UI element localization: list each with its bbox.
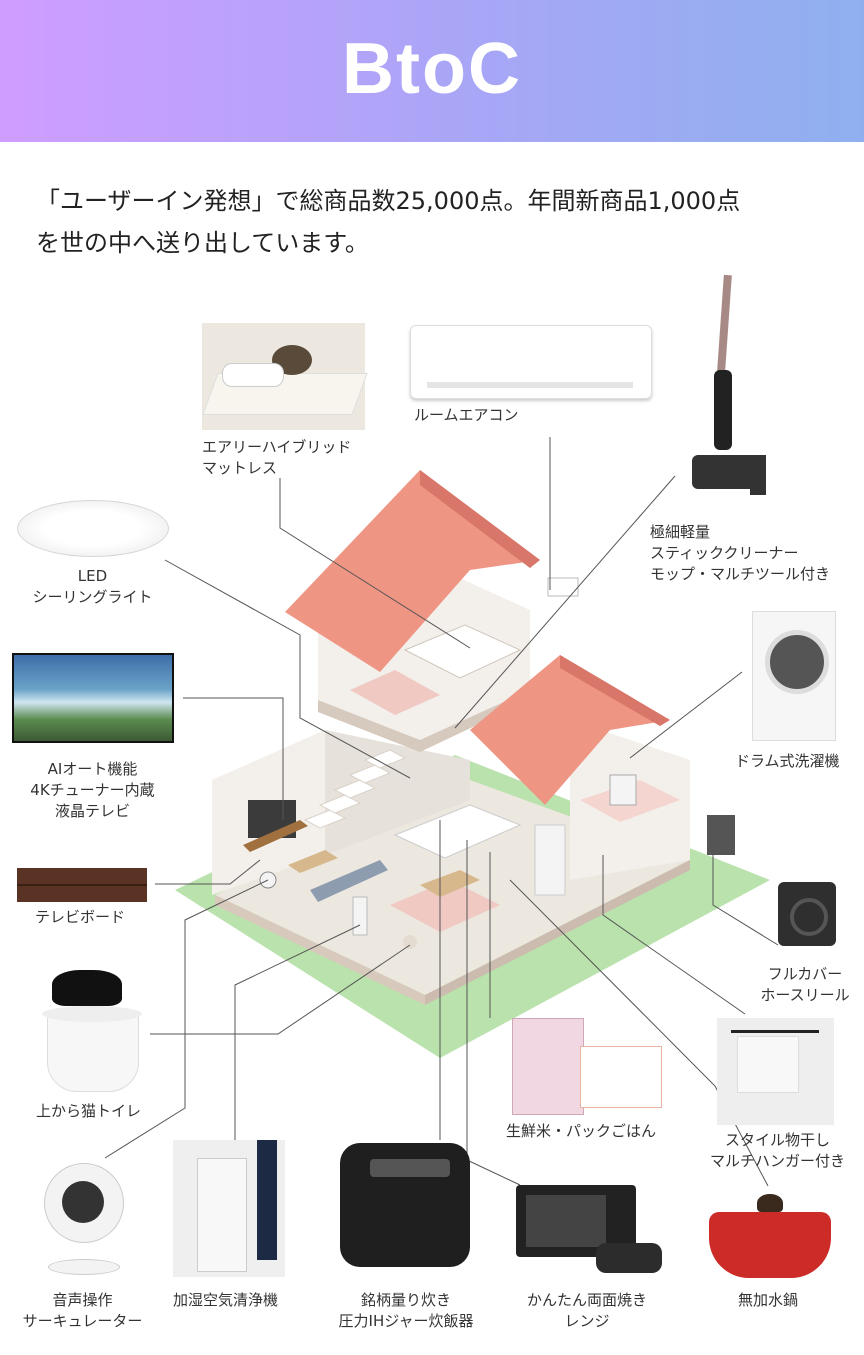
house-sofa (310, 860, 388, 902)
house-washer (609, 774, 637, 806)
banner-title: BtoC (342, 29, 522, 109)
label-purifier: 加湿空気清浄機 (173, 1291, 279, 1309)
label-rice-cooker: 銘柄量り炊き 圧力IHジャー炊飯器 (338, 1291, 474, 1330)
hose-reel-photo (778, 882, 836, 946)
stairs (303, 749, 407, 829)
intro-text: 「ユーザーイン発想」で総商品数25,000点。年間新商品1,000点 を世の中へ… (36, 180, 836, 264)
rice-cooker-photo (340, 1137, 472, 1272)
header-banner: BtoC (0, 0, 864, 142)
circulator-photo (42, 1163, 124, 1278)
label-rice: 生鮮米・パックごはん (506, 1122, 657, 1140)
house-fridge (534, 824, 566, 896)
intro-line-2: を世の中へ送り出しています。 (36, 229, 369, 257)
label-cat-toilet: 上から猫トイレ (36, 1102, 142, 1120)
label-tv-board: テレビボード (35, 908, 126, 926)
label-aircon: ルームエアコン (414, 406, 519, 424)
label-mattress: エアリーハイブリッド マットレス (202, 438, 352, 477)
cat-toilet-photo (32, 960, 144, 1095)
label-microwave: かんたん両面焼き レンジ (526, 1291, 647, 1330)
tv-photo (12, 653, 174, 745)
house-purifier (352, 896, 368, 936)
stick-cleaner-photo (690, 274, 770, 515)
house-dining-table (420, 870, 480, 897)
label-circulator: 音声操作 サーキュレーター (22, 1291, 143, 1330)
mattress-photo (202, 323, 368, 430)
aircon-photo (410, 325, 652, 399)
label-washer: ドラム式洗濯機 (735, 752, 840, 770)
leader-lines (104, 437, 779, 1187)
house-cat-toilet (403, 935, 417, 949)
rice-photo (512, 1018, 662, 1115)
house-tvboard (243, 820, 308, 852)
led-light-photo (17, 490, 169, 560)
house-kitchen (393, 804, 522, 859)
label-pot: 無加水鍋 (738, 1291, 799, 1309)
purifier-photo (173, 1140, 285, 1277)
tv-board-photo (17, 868, 147, 902)
label-stick-cleaner: 極細軽量 スティッククリーナー モップ・マルチツール付き (650, 523, 831, 583)
house-aircon (547, 577, 579, 597)
house-hosereel (707, 815, 735, 855)
label-tv: AIオート機能 4Kチューナー内蔵 液晶テレビ (30, 760, 155, 820)
washer-photo (752, 611, 836, 741)
label-hanger: スタイル物干し マルチハンガー付き (709, 1131, 845, 1170)
label-led-light: LED シーリングライト (32, 567, 153, 606)
pot-photo (705, 1186, 835, 1281)
intro-line-1: 「ユーザーイン発想」で総商品数25,000点。年間新商品1,000点 (36, 187, 741, 215)
label-hose-reel: フルカバー ホースリール (760, 965, 850, 1004)
hanger-photo (717, 1018, 834, 1125)
house-bed (403, 624, 522, 679)
microwave-photo (516, 1185, 666, 1281)
